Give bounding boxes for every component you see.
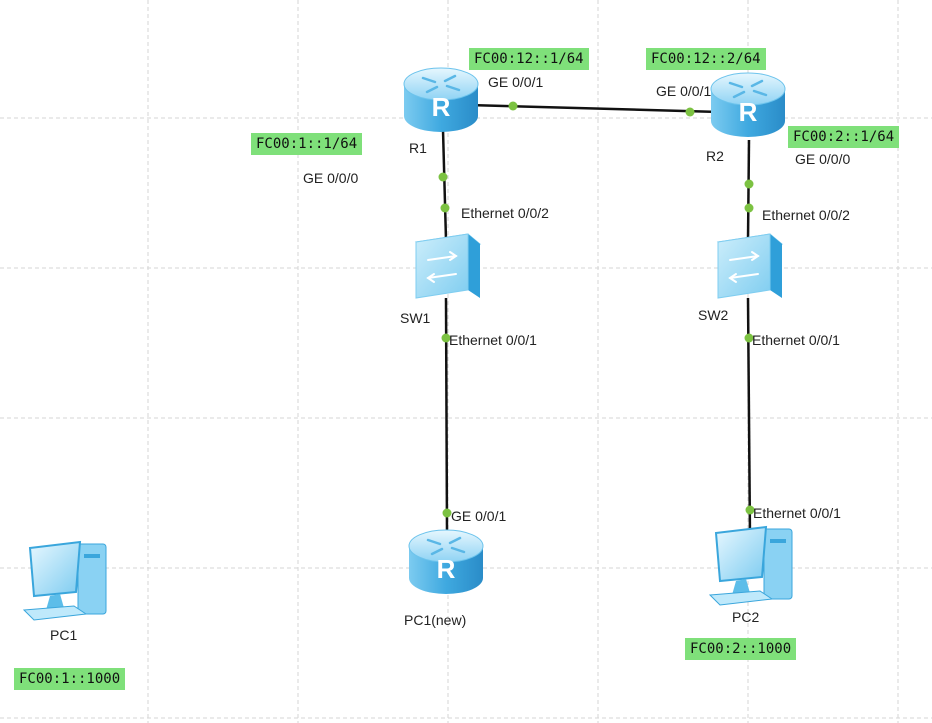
svg-text:R: R (739, 97, 758, 127)
port-dots (438, 101, 755, 518)
address-label-pc1: FC00:1::1000 (14, 668, 126, 690)
pc-icon[interactable] (22, 540, 107, 621)
router-icon[interactable]: R (403, 67, 479, 132)
port-label-sw2-e002: Ethernet 0/0/2 (762, 207, 850, 223)
port-label-pc2-e001: Ethernet 0/0/1 (753, 505, 841, 521)
address-label-r2-ge001: FC00:12::2/64 (646, 48, 766, 70)
port-label-pc1new-ge001: GE 0/0/1 (451, 508, 507, 524)
router-icon[interactable]: R (408, 529, 484, 594)
port-label-sw2-e001: Ethernet 0/0/1 (752, 332, 840, 348)
device-name-pc1: PC1 (50, 627, 78, 643)
port-label-r2-ge001: GE 0/0/1 (656, 83, 712, 99)
address-label-r2-ge000: FC00:2::1/64 (788, 126, 900, 148)
port-label-r1-ge000: GE 0/0/0 (303, 170, 359, 186)
router-icon[interactable]: R (710, 72, 786, 137)
link-r1-r2 (467, 103, 721, 114)
port-label-sw1-e002: Ethernet 0/0/2 (461, 205, 549, 221)
device-name-sw2: SW2 (698, 307, 729, 323)
switch-icon[interactable] (414, 233, 482, 299)
port-label-sw1-e001: Ethernet 0/0/1 (449, 332, 537, 348)
device-name-r2: R2 (706, 148, 724, 164)
address-label-pc2: FC00:2::1000 (685, 638, 797, 660)
svg-text:R: R (437, 554, 456, 584)
address-label-r1-ge001: FC00:12::1/64 (469, 48, 589, 70)
switch-icon[interactable] (716, 233, 784, 299)
link-r2-sw2 (746, 139, 751, 241)
device-name-r1: R1 (409, 140, 427, 156)
link-r1-sw1 (441, 129, 448, 241)
address-label-r1-ge000: FC00:1::1/64 (251, 133, 363, 155)
pc-icon[interactable] (708, 525, 793, 606)
device-name-sw1: SW1 (400, 310, 431, 326)
port-label-r1-ge001: GE 0/0/1 (488, 74, 544, 90)
device-name-pc2: PC2 (732, 609, 760, 625)
device-name-pc1-new: PC1(new) (404, 612, 467, 628)
port-label-r2-ge000: GE 0/0/0 (795, 151, 851, 167)
svg-text:R: R (432, 92, 451, 122)
